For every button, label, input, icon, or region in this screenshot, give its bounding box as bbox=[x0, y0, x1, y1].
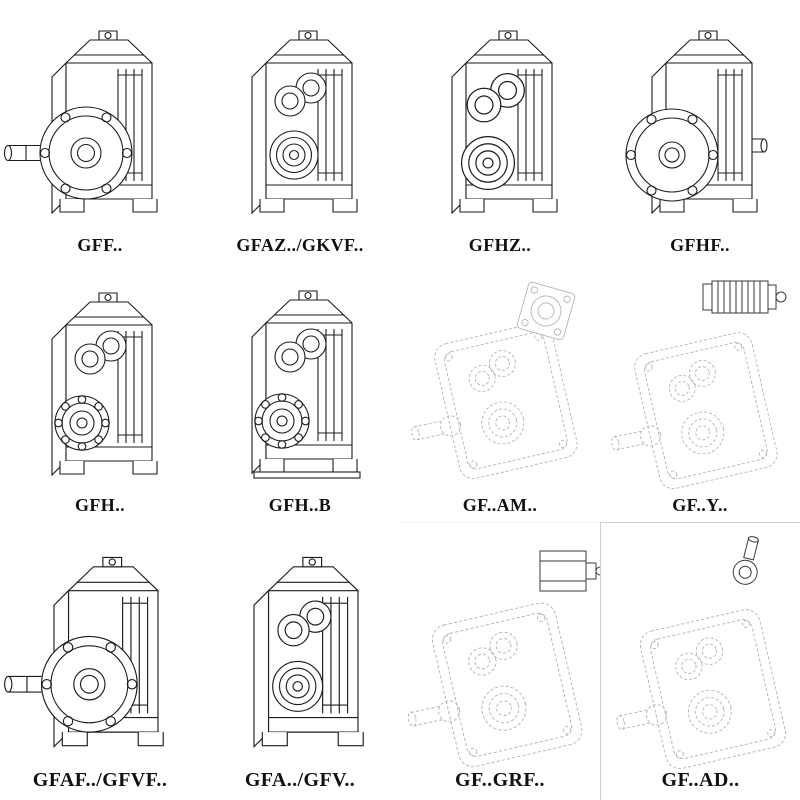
gfa-gearbox-drawing bbox=[253, 556, 364, 748]
catalog-cell-gfgrf: GF..GRF.. bbox=[400, 522, 600, 800]
catalog-cell-gfhf: GFHF.. bbox=[600, 0, 800, 262]
gfad-label: GF..AD.. bbox=[661, 769, 740, 791]
gfam-gearbox-drawing bbox=[409, 280, 581, 482]
catalog-cell-gfad: GF..AD.. bbox=[600, 522, 800, 800]
gfgrf-label: GF..GRF.. bbox=[455, 769, 545, 791]
catalog-cell-gfam: GF..AM.. bbox=[400, 262, 600, 522]
gfhz-label: GFHZ.. bbox=[468, 235, 532, 255]
gfhb-label: GFH..B bbox=[268, 495, 332, 515]
gfad-gearbox-drawing bbox=[614, 533, 789, 769]
catalog-cell-gfa: GFA../GFV.. bbox=[200, 522, 400, 800]
gff-label: GFF.. bbox=[77, 235, 123, 255]
gfaf-label: GFAF../GFVF.. bbox=[32, 769, 168, 791]
catalog-cell-gfaf: GFAF../GFVF.. bbox=[0, 522, 200, 800]
catalog-cell-gfaz: GFAZ../GKVF.. bbox=[200, 0, 400, 262]
gfhz-gearbox-drawing bbox=[451, 30, 558, 214]
gfam-label: GF..AM.. bbox=[462, 495, 538, 515]
gfh-label: GFH.. bbox=[75, 495, 125, 515]
gfa-label: GFA../GFV.. bbox=[244, 769, 356, 791]
gfhb-gearbox-drawing bbox=[251, 290, 361, 479]
gfaz-label: GFAZ../GKVF.. bbox=[236, 235, 364, 255]
catalog-cell-gfy: GF..Y.. bbox=[600, 262, 800, 522]
gff-gearbox-drawing bbox=[3, 30, 158, 214]
gfy-label: GF..Y.. bbox=[672, 495, 728, 515]
gfgrf-gearbox-drawing bbox=[405, 550, 600, 769]
gfaf-gearbox-drawing bbox=[4, 556, 164, 748]
gfy-gearbox-drawing bbox=[609, 280, 787, 492]
catalog-cell-gfhz: GFHZ.. bbox=[400, 0, 600, 262]
catalog-cell-gfhb: GFH..B bbox=[200, 262, 400, 522]
gfh-gearbox-drawing bbox=[51, 292, 158, 476]
catalog-cell-gfh: GFH.. bbox=[0, 262, 200, 522]
gfaz-gearbox-drawing bbox=[251, 30, 358, 214]
catalog-cell-gff: GFF.. bbox=[0, 0, 200, 262]
gfhf-gearbox-drawing bbox=[625, 30, 768, 214]
gfhf-label: GFHF.. bbox=[670, 235, 730, 255]
